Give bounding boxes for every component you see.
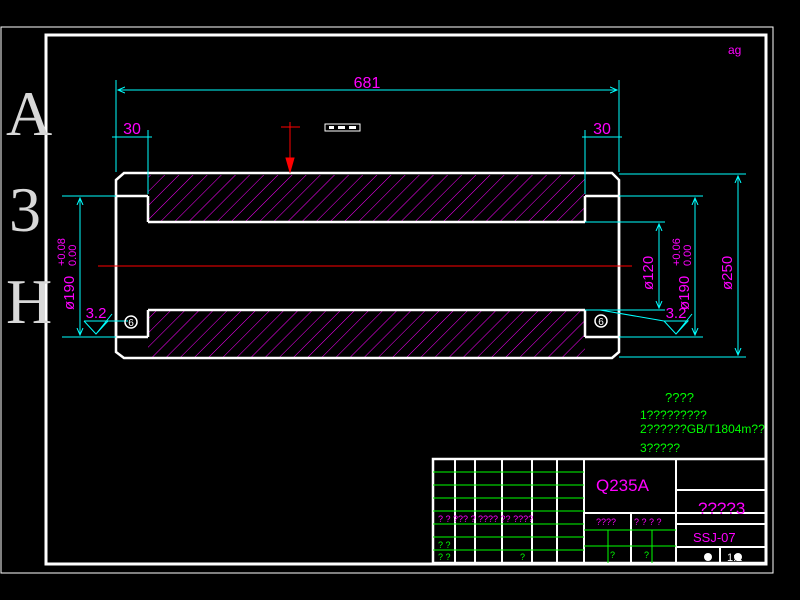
title-block: Q235A ????3 SSJ-07 ???? ? ? ? ? ? ? ??? … — [431, 457, 768, 565]
side-stamp-letter-1: A — [6, 78, 53, 149]
notes-title: ???? — [665, 390, 694, 405]
title-field-small-2: ? ? ? ? — [634, 517, 662, 527]
lower-wall-hatch — [148, 310, 585, 358]
marker-right: 6 — [598, 317, 604, 328]
title-field-small-1: ???? — [596, 517, 616, 527]
dim-outer-dia: ø250 — [719, 256, 736, 290]
scale-icon — [704, 553, 742, 561]
dim-tol-left-lower: 0.00 — [67, 245, 79, 266]
section-arrow — [281, 122, 300, 174]
drawing-number-label: SSJ-07 — [693, 530, 736, 545]
material-label: Q235A — [596, 476, 650, 495]
dim-tol-right-lower: 0.00 — [682, 245, 694, 266]
dimension-texts: 681 30 30 3.2 3.2 ø190 +0.08 0.00 ø120 ø… — [56, 75, 736, 322]
title-col-mark-b: ? — [610, 550, 615, 560]
side-stamp-letter-2: 3 — [9, 174, 41, 245]
circle-markers: 6 6 — [124, 314, 608, 329]
notes-line-3: 3????? — [640, 441, 680, 455]
dim-tol-left-upper: +0.08 — [56, 238, 68, 266]
side-stamp-letter-3: H — [6, 266, 53, 337]
dim-left-shoulder: 30 — [123, 121, 141, 138]
title-col-mark-a: ? — [520, 552, 525, 562]
dim-bore-left: ø190 — [61, 276, 78, 310]
part-name-label: ????3 — [698, 499, 745, 518]
dimension-lines — [62, 80, 746, 358]
title-row-3: ? ? — [438, 552, 451, 562]
corner-mark: ag — [728, 43, 741, 57]
sheet-inner-border — [44, 33, 768, 566]
dim-right-shoulder: 30 — [593, 121, 611, 138]
title-row-2: ? ? — [438, 540, 451, 550]
dim-inner-dia: ø120 — [640, 256, 657, 290]
marker-left: 6 — [128, 318, 134, 329]
dim-rough-right: 3.2 — [666, 305, 687, 322]
dim-tol-right-upper: +0.06 — [671, 238, 683, 266]
section-label-box — [324, 123, 361, 132]
notes-line-2: 2??????GB/T1804m?? — [640, 422, 765, 436]
dim-bore-right: ø190 — [676, 276, 693, 310]
title-row-1: ? ? ??? ? ???? ?? ???? — [438, 514, 533, 524]
technical-notes: ???? 1????????? 2??????GB/T1804m?? 3????… — [640, 390, 765, 455]
title-col-mark-c: ? — [644, 550, 649, 560]
notes-line-1: 1????????? — [640, 408, 707, 422]
dim-rough-left: 3.2 — [86, 305, 107, 322]
dim-overall-length: 681 — [354, 75, 381, 92]
sheet-outer-border — [0, 26, 774, 574]
upper-wall-hatch — [148, 175, 585, 222]
